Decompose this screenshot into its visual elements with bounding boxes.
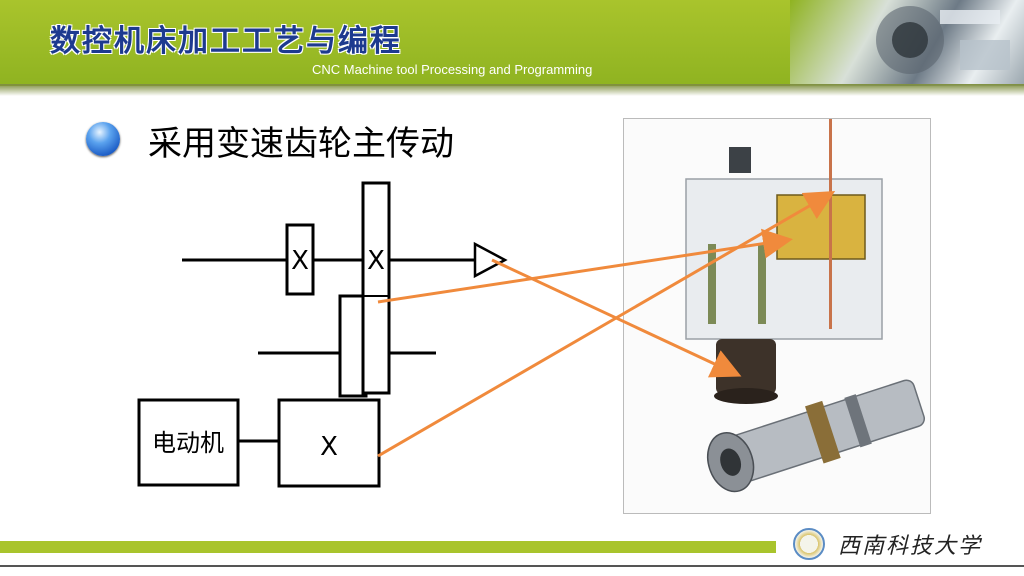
spindle-assembly — [706, 379, 926, 493]
spindle-photo-art — [685, 119, 926, 493]
pipe-right — [758, 244, 766, 324]
header-machine-image — [790, 0, 1024, 86]
arrow-output-to-spindle — [491, 258, 742, 378]
university-logo-icon — [793, 528, 825, 560]
motor-label: 电动机 — [152, 429, 224, 457]
rod — [829, 119, 832, 329]
university-name: 西南科技大学 — [838, 534, 983, 559]
footer-bar — [0, 541, 776, 553]
arrow-gear-to-window — [377, 228, 793, 304]
bullet-icon — [86, 122, 120, 156]
spindle-output-arrow — [473, 241, 508, 279]
tall-gear-mark: X — [367, 246, 385, 276]
spindle-bore — [720, 448, 742, 476]
pipe-left — [708, 244, 716, 324]
machine-art — [876, 6, 1010, 74]
gearbox — [277, 398, 381, 488]
course-title: 数控机床加工工艺与编程 — [50, 24, 402, 59]
gearbox-mark: X — [320, 432, 338, 462]
course-subtitle: CNC Machine tool Processing and Programm… — [312, 62, 593, 77]
footer-line — [0, 565, 1024, 567]
header-shadow — [0, 84, 1024, 96]
spindle-gear-ring — [805, 400, 841, 464]
bullet-heading: 采用变速齿轮主传动 — [148, 124, 454, 164]
small-gear-mark: X — [291, 246, 309, 276]
spindle-nose-end — [714, 388, 778, 404]
arrow-gearbox-to-headstock — [377, 190, 836, 458]
spindle-bearing — [844, 394, 872, 448]
motor-box — [137, 398, 240, 487]
small-gear — [285, 223, 315, 296]
spindle-photo — [623, 118, 931, 514]
top-fitting — [729, 147, 751, 173]
tall-gear — [361, 181, 391, 395]
